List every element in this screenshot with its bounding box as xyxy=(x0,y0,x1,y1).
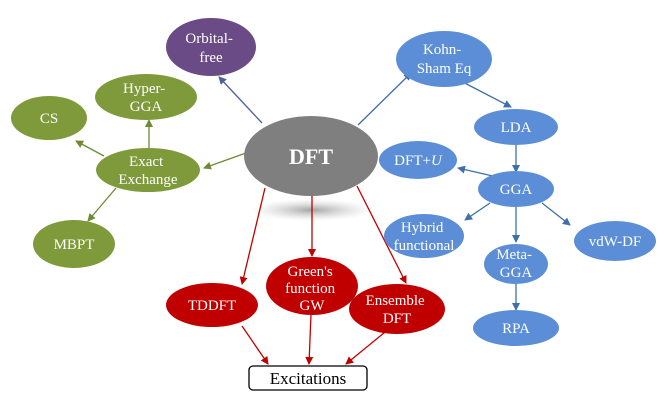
node-greens-function: Green's function GW xyxy=(266,257,358,315)
edge-gga-dft-u xyxy=(457,165,498,178)
node-meta-gga-label: Meta- GGA xyxy=(496,247,536,281)
node-dft: DFT xyxy=(244,116,378,196)
node-tddft: TDDFT xyxy=(166,283,258,327)
node-hybrid: Hybrid functional xyxy=(384,214,464,258)
node-excitations-label: Excitations xyxy=(270,369,346,388)
edge-ensemble-excitations xyxy=(345,327,391,365)
node-dft-u-label: DFT+U xyxy=(394,153,443,169)
node-hyper-gga-label: Hyper- GGA xyxy=(123,81,169,115)
edge-dft-tddft xyxy=(239,187,266,285)
edge-dft-kohn-sham xyxy=(357,72,412,126)
node-orbital-free-label: Orbital- free xyxy=(185,31,236,66)
node-lda: LDA xyxy=(474,109,558,145)
node-ensemble-dft: Ensemble DFT xyxy=(349,284,445,334)
node-dft-u: DFT+U xyxy=(379,141,457,179)
edge-greens-excitations xyxy=(305,313,314,365)
edge-gga-hybrid xyxy=(464,202,491,221)
edge-dft-exact-exchange xyxy=(203,152,247,170)
edge-dft-ensemble xyxy=(356,185,407,284)
node-orbital-free: Orbital- free xyxy=(166,18,256,76)
node-mbpt-label: MBPT xyxy=(54,237,95,253)
node-vdw-df: vdW-DF xyxy=(574,221,656,261)
node-cs-label: CS xyxy=(40,111,58,127)
node-meta-gga: Meta- GGA xyxy=(484,244,548,284)
node-mbpt: MBPT xyxy=(33,220,115,268)
node-gga-label: GGA xyxy=(500,182,533,198)
edge-dft-orbital-free xyxy=(218,76,263,124)
node-lda-label: LDA xyxy=(501,120,532,136)
node-hyper-gga: Hyper- GGA xyxy=(95,74,197,120)
node-tddft-label: TDDFT xyxy=(188,298,236,314)
node-exact-exchange: Exact Exchange xyxy=(96,148,200,192)
node-kohn-sham: Kohn- Sham Eq xyxy=(396,31,492,87)
node-rpa: RPA xyxy=(473,310,559,346)
node-exact-exchange-label: Exact Exchange xyxy=(118,154,177,188)
edge-exact-exchange-mbpt xyxy=(87,187,117,222)
node-dft-label: DFT xyxy=(289,144,333,169)
node-kohn-sham-label: Kohn- Sham Eq xyxy=(417,42,472,77)
node-rpa-label: RPA xyxy=(502,321,530,337)
node-gga: GGA xyxy=(478,171,554,207)
node-excitations: Excitations xyxy=(248,365,368,391)
node-hybrid-label: Hybrid functional xyxy=(394,220,455,254)
edge-gga-vdw-df xyxy=(541,202,571,226)
edge-tddft-excitations xyxy=(241,325,269,365)
node-cs: CS xyxy=(11,96,87,140)
node-greens-function-label: Green's function GW xyxy=(285,264,339,314)
node-vdw-df-label: vdW-DF xyxy=(589,234,642,250)
node-ensemble-dft-label: Ensemble DFT xyxy=(366,293,429,327)
edge-exact-exchange-cs xyxy=(75,140,105,157)
